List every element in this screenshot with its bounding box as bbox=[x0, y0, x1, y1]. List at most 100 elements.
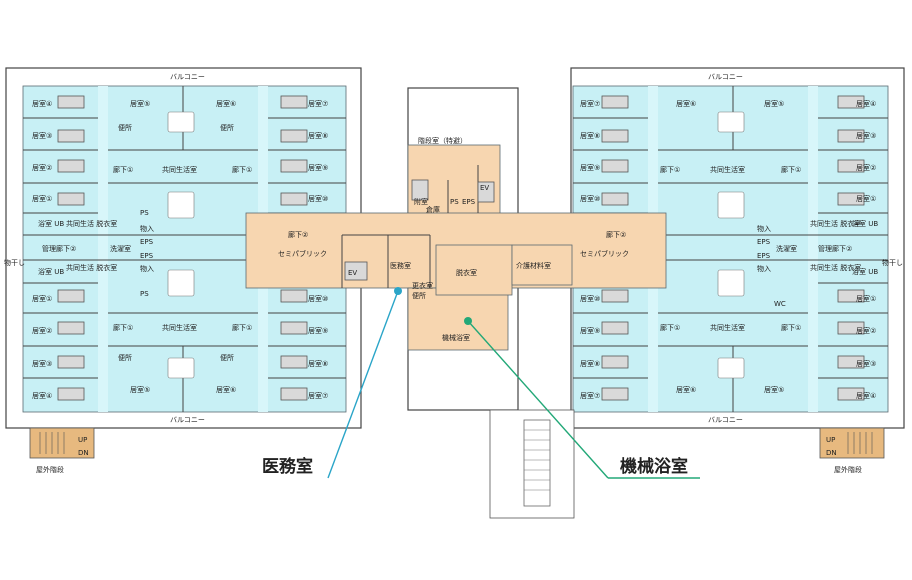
room-label: 居室⑦ bbox=[580, 99, 600, 108]
changing-label: 共同生活 脱衣室 bbox=[810, 263, 861, 272]
balcony-label-en: バルコニー bbox=[708, 73, 743, 81]
room-label: 居室⑧ bbox=[308, 131, 328, 140]
dn-label: DN bbox=[78, 449, 89, 457]
room-label: 居室④ bbox=[32, 391, 52, 400]
room-label: 居室⑥ bbox=[216, 99, 236, 108]
eps-label: EPS bbox=[757, 252, 771, 260]
undress-label: 脱衣室 bbox=[456, 268, 477, 277]
toilet-label: 便所 bbox=[220, 123, 234, 132]
room-label: 居室⑩ bbox=[308, 194, 328, 203]
up-label: UP bbox=[826, 436, 835, 444]
eps-label: EPS bbox=[140, 252, 154, 260]
corridor-label: 廊下① bbox=[232, 323, 252, 332]
corridor-label: 廊下① bbox=[113, 165, 133, 174]
room-label: 居室⑤ bbox=[130, 385, 150, 394]
wc-label: WC bbox=[774, 300, 786, 308]
drying-label: 物干し bbox=[4, 258, 25, 267]
common-room-label: 共同生活室 bbox=[162, 165, 197, 174]
bath-label: 浴室 UB bbox=[852, 267, 878, 276]
balcony-label-ws: バルコニー bbox=[170, 416, 205, 424]
corridor-label: 廊下① bbox=[781, 323, 801, 332]
changing-label: 共同生活 脱衣室 bbox=[66, 219, 117, 228]
callout-machine-bath: 機械浴室 bbox=[464, 317, 700, 479]
room-label: 居室⑤ bbox=[764, 385, 784, 394]
storage-label: 物入 bbox=[140, 224, 154, 233]
bath-label: 浴室 UB bbox=[38, 267, 64, 276]
room-label: 居室② bbox=[32, 163, 52, 172]
ev-label: EV bbox=[348, 269, 357, 277]
storage-label: 物入 bbox=[757, 264, 771, 273]
corridor2-label: 廊下② bbox=[606, 230, 626, 239]
room-label: 居室② bbox=[856, 163, 876, 172]
corridor-label: 廊下① bbox=[660, 323, 680, 332]
drying-label: 物干し bbox=[882, 258, 903, 267]
room-label: 居室⑤ bbox=[764, 99, 784, 108]
callout-machine-bath-label: 機械浴室 bbox=[620, 456, 688, 477]
corridor-label: 廊下① bbox=[781, 165, 801, 174]
room-label: 居室⑧ bbox=[580, 359, 600, 368]
ps-label: PS bbox=[140, 290, 149, 298]
exterior-stair-label: 屋外階段 bbox=[834, 465, 862, 474]
eps-label: EPS bbox=[462, 198, 476, 206]
eps-label: EPS bbox=[757, 238, 771, 246]
ps-label: PS bbox=[450, 198, 459, 206]
care-storage-label: 介護材料室 bbox=[516, 261, 551, 270]
room-label: 居室⑥ bbox=[216, 385, 236, 394]
exterior-stair-label: 屋外階段 bbox=[36, 465, 64, 474]
toilet-label: 便所 bbox=[220, 353, 234, 362]
room-label: 居室③ bbox=[856, 359, 876, 368]
toilet-label: 便所 bbox=[412, 291, 426, 300]
bath-label: 浴室 UB bbox=[852, 219, 878, 228]
changing-label: 共同生活 脱衣室 bbox=[810, 219, 861, 228]
up-label: UP bbox=[78, 436, 87, 444]
changing-room-label: 更衣室 bbox=[412, 281, 433, 290]
warehouse-label: 倉庫 bbox=[426, 205, 440, 214]
ps-label: PS bbox=[140, 209, 149, 217]
room-label: 居室⑧ bbox=[308, 359, 328, 368]
callout-medical-label: 医務室 bbox=[262, 456, 313, 477]
room-label: 居室② bbox=[856, 326, 876, 335]
semipublic-label: セミパブリック bbox=[278, 249, 327, 258]
room-label: 居室⑧ bbox=[580, 131, 600, 140]
corridor-label: 廊下① bbox=[232, 165, 252, 174]
room-label: 居室③ bbox=[32, 131, 52, 140]
stair-label: 階段室（特避） bbox=[418, 136, 467, 145]
room-label: 居室⑩ bbox=[580, 294, 600, 303]
admin-corridor-label: 管理廊下② bbox=[42, 244, 76, 253]
annex-label: 附室 bbox=[414, 197, 428, 206]
storage-label: 物入 bbox=[140, 264, 154, 273]
room-label: 居室③ bbox=[32, 359, 52, 368]
room-label: 居室⑦ bbox=[308, 99, 328, 108]
room-label: 居室⑥ bbox=[676, 385, 696, 394]
room-label: 居室① bbox=[856, 194, 876, 203]
room-label: 居室⑥ bbox=[676, 99, 696, 108]
room-label: 居室② bbox=[32, 326, 52, 335]
room-label: 居室① bbox=[856, 294, 876, 303]
callout-medical: 医務室 bbox=[262, 287, 402, 479]
room-label: 居室④ bbox=[32, 99, 52, 108]
room-label: 居室⑩ bbox=[308, 294, 328, 303]
room-label: 居室⑨ bbox=[580, 163, 600, 172]
common-room-label: 共同生活室 bbox=[710, 165, 745, 174]
room-label: 居室③ bbox=[856, 131, 876, 140]
machine-bath-label: 機械浴室 bbox=[442, 333, 470, 342]
common-room-label: 共同生活室 bbox=[710, 323, 745, 332]
room-label: 居室⑨ bbox=[580, 326, 600, 335]
room-label: 居室④ bbox=[856, 391, 876, 400]
room-label: 居室⑨ bbox=[308, 163, 328, 172]
exterior-stair-east bbox=[819, 427, 885, 459]
laundry-label: 洗濯室 bbox=[776, 244, 797, 253]
toilet-label: 便所 bbox=[118, 353, 132, 362]
balcony-label-wn: バルコニー bbox=[170, 73, 205, 81]
room-label: 居室⑦ bbox=[308, 391, 328, 400]
bath-label: 浴室 UB bbox=[38, 219, 64, 228]
room-label: 居室① bbox=[32, 294, 52, 303]
ev-label: EV bbox=[480, 184, 489, 192]
room-label: 居室⑨ bbox=[308, 326, 328, 335]
common-room-label: 共同生活室 bbox=[162, 323, 197, 332]
room-label: 居室① bbox=[32, 194, 52, 203]
room-label: 居室⑩ bbox=[580, 194, 600, 203]
laundry-label: 洗濯室 bbox=[110, 244, 131, 253]
toilet-label: 便所 bbox=[118, 123, 132, 132]
